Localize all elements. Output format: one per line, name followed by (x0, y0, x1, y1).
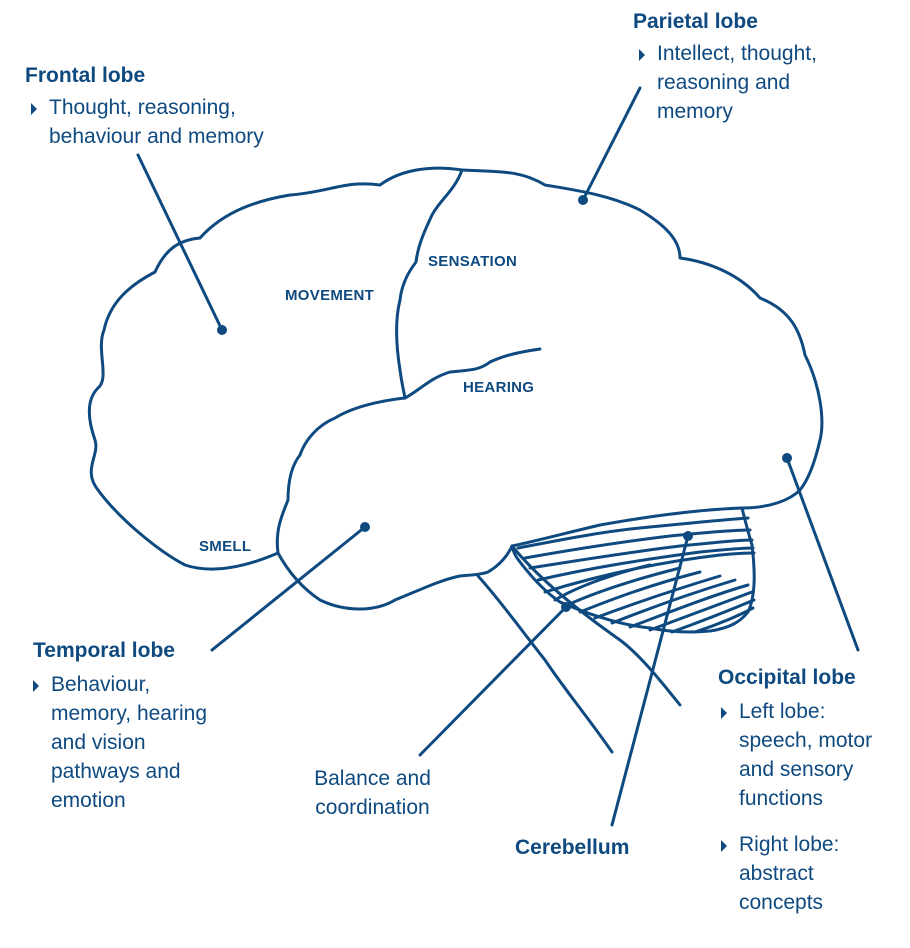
occipital-left-line: functions (739, 787, 824, 810)
occipital-right-line: Right lobe: (739, 833, 840, 856)
lateral-fissure (403, 347, 542, 400)
temporal-boundary (275, 396, 407, 555)
occipital-right-line: concepts (739, 891, 824, 914)
frontal-desc-line: behaviour and memory (49, 125, 264, 148)
temporal-desc-line: pathways and (51, 760, 181, 783)
region-movement: MOVEMENT (285, 287, 375, 304)
occipital-left-line: speech, motor (739, 729, 873, 752)
temporal-desc-line: memory, hearing (51, 702, 208, 725)
parietal-desc-line: Intellect, thought, (657, 42, 817, 65)
bullet-icon (33, 680, 39, 692)
parietal-lobe-title: Parietal lobe (633, 10, 758, 33)
occipital-left-line: Left lobe: (739, 700, 826, 723)
dot-cerebellum (683, 531, 693, 541)
pointer-parietal (581, 86, 642, 202)
balance-line: Balance and (314, 767, 431, 790)
occipital-left-desc: Left lobe: speech, motor and sensory fun… (721, 697, 873, 813)
region-sensation: SENSATION (428, 253, 518, 270)
bullet-icon (639, 49, 645, 61)
bullet-icon (31, 103, 37, 115)
balance-label: Balance and coordination (295, 764, 450, 822)
dot-parietal (578, 195, 588, 205)
cerebellum-title: Cerebellum (515, 836, 630, 859)
parietal-desc-line: reasoning and (657, 71, 791, 94)
occipital-right-desc: Right lobe: abstract concepts (721, 830, 840, 917)
pointer-occipital (785, 456, 860, 652)
pointer-frontal (136, 153, 224, 332)
frontal-lobe-title: Frontal lobe (25, 64, 146, 87)
temporal-desc-line: emotion (51, 789, 126, 812)
temporal-lobe-title: Temporal lobe (33, 639, 175, 662)
central-sulcus (395, 168, 464, 400)
parietal-desc-line: memory (657, 100, 733, 123)
temporal-desc-line: and vision (51, 731, 146, 754)
dot-occipital (782, 453, 792, 463)
occipital-right-line: abstract (739, 862, 814, 885)
parietal-lobe-desc: Intellect, thought, reasoning and memory (639, 39, 817, 126)
occipital-left-line: and sensory (739, 758, 854, 781)
bullet-icon (721, 840, 727, 852)
bullet-icon (721, 707, 727, 719)
pointer-cerebellum (610, 534, 690, 827)
region-smell: SMELL (199, 538, 252, 555)
dot-balance (561, 602, 571, 612)
frontal-desc-line: Thought, reasoning, (49, 96, 236, 119)
pointer-temporal (210, 525, 367, 652)
region-hearing: HEARING (463, 379, 535, 396)
temporal-lobe-desc: Behaviour, memory, hearing and vision pa… (33, 670, 208, 815)
frontal-lobe-desc: Thought, reasoning, behaviour and memory (31, 93, 264, 151)
dot-frontal (217, 325, 227, 335)
dot-temporal (360, 522, 370, 532)
brain-stem-left (476, 574, 614, 754)
temporal-underside (276, 544, 514, 611)
pointer-balance (418, 605, 568, 757)
balance-line: coordination (315, 796, 430, 819)
brain-stem-right (510, 544, 682, 707)
occipital-lobe-title: Occipital lobe (718, 666, 856, 689)
temporal-desc-line: Behaviour, (51, 673, 151, 696)
brain-outline (87, 166, 824, 571)
